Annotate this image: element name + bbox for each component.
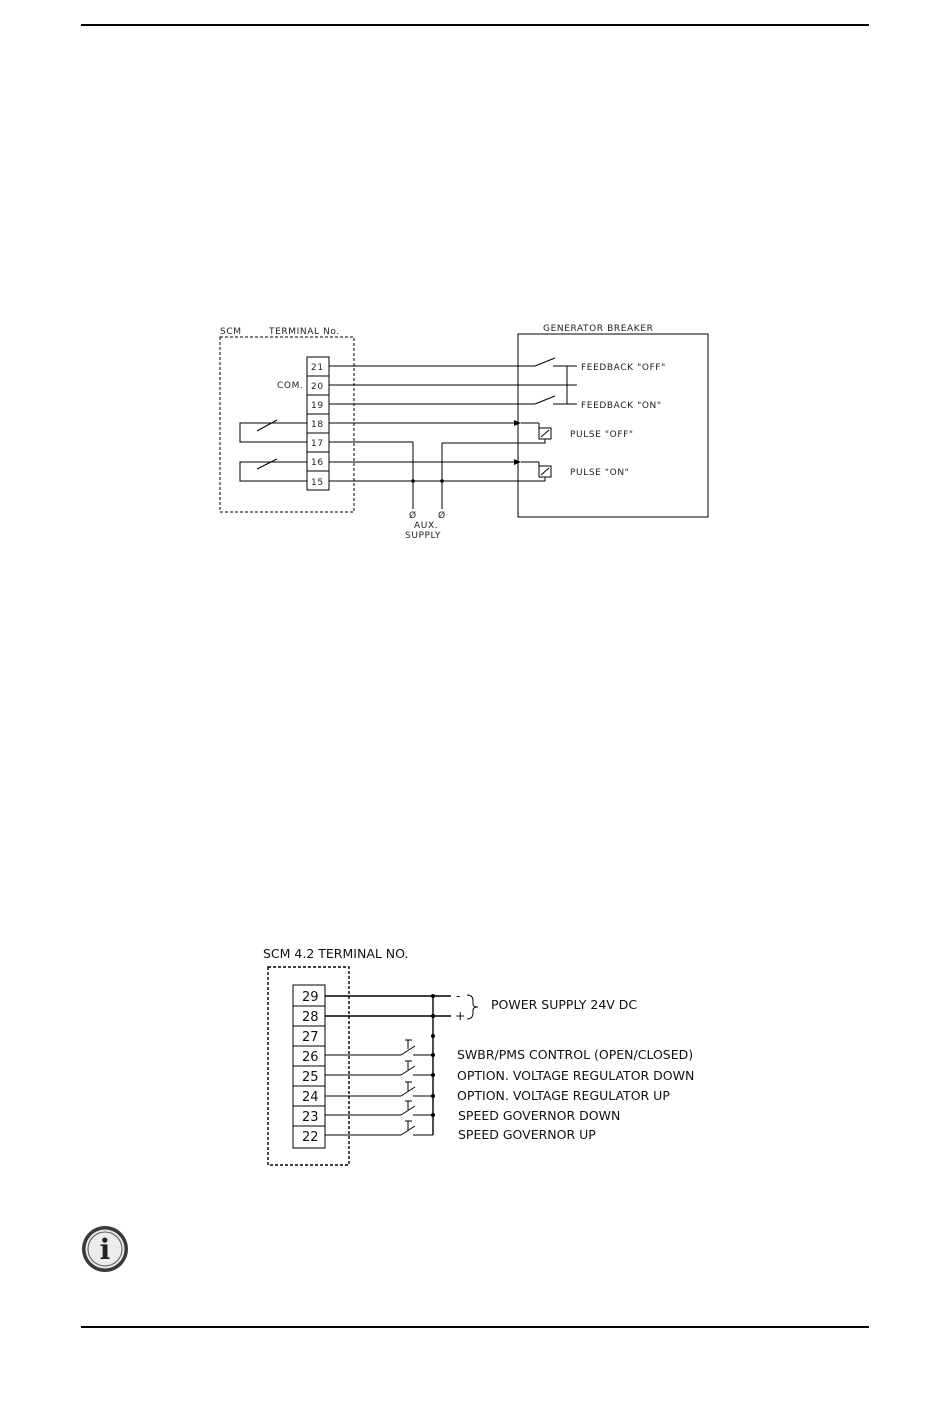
scm-42-heading: SCM 4.2 TERMINAL NO. [263,946,408,961]
scm-box [219,336,355,513]
terminal-number: 19 [311,401,324,411]
pulse-off-label: PULSE "OFF" [570,430,634,440]
terminal-number: 25 [302,1070,319,1085]
aux-supply-label: AUX. [414,521,438,531]
breaker-title: GENERATOR BREAKER [543,324,653,334]
terminal-number: 17 [311,439,324,449]
terminal-number: 21 [311,363,324,373]
function-label: OPTION. VOLTAGE REGULATOR UP [457,1088,670,1103]
function-label: SPEED GOVERNOR UP [458,1127,596,1142]
info-icon-glyph: i [100,1233,111,1266]
feedback-off-label: FEEDBACK "OFF" [581,363,666,373]
terminal-number: 29 [302,990,319,1005]
plus-label: + [455,1008,465,1023]
terminal-number: 27 [302,1030,319,1045]
terminal-number: 16 [311,458,324,468]
power-supply-label: POWER SUPPLY 24V DC [491,997,637,1012]
terminal-number: 23 [302,1110,319,1125]
aux-supply-label: SUPPLY [405,531,441,541]
info-icon: i [82,1226,128,1272]
terminal-number: 20 [311,382,324,392]
com-label: COM. [277,381,303,391]
terminal-number: 28 [302,1010,319,1025]
terminal-number: 18 [311,420,324,430]
function-label: SWBR/PMS CONTROL (OPEN/CLOSED) [457,1047,693,1062]
terminal-heading: TERMINAL No. [268,327,340,337]
terminal-number: 22 [302,1130,319,1145]
terminal-number: 24 [302,1090,319,1105]
scm-42-box [267,966,350,1166]
feedback-on-label: FEEDBACK "ON" [581,401,662,411]
pulse-on-label: PULSE "ON" [570,468,629,478]
aux-symbol-1: Ø [409,510,417,521]
function-label: SPEED GOVERNOR DOWN [458,1108,620,1123]
terminal-number: 26 [302,1050,319,1065]
generator-breaker-box [517,333,709,518]
function-label: OPTION. VOLTAGE REGULATOR DOWN [457,1068,694,1083]
control-terminal-diagram: SCM 4.2 TERMINAL NO. 29 28 27 26 25 24 2… [263,946,694,1166]
terminal-number: 15 [311,478,324,488]
minus-label: - [456,988,461,1003]
breaker-wiring-diagram: SCM TERMINAL No. GENERATOR BREAKER COM. … [219,324,709,541]
footer-rule [81,1326,869,1328]
aux-symbol-2: Ø [438,510,446,521]
scm-label: SCM [220,327,242,337]
header-rule [81,24,869,26]
